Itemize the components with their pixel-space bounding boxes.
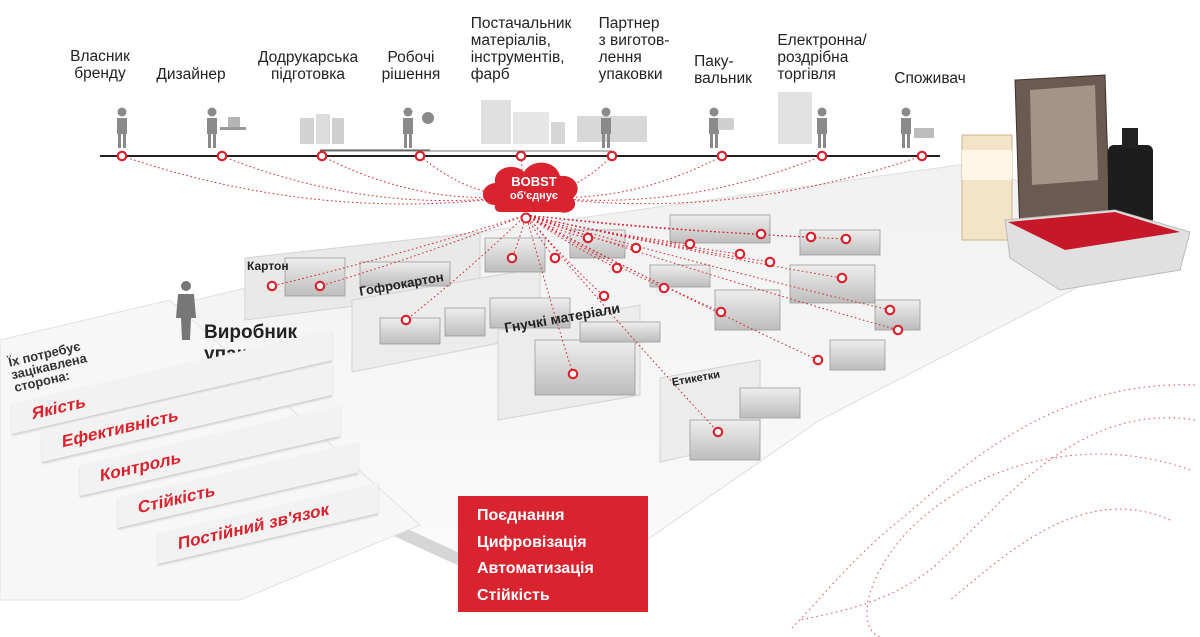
chain-node-1 — [216, 150, 228, 162]
floor-node-3 — [506, 252, 518, 264]
floor-node-11 — [715, 306, 727, 318]
floor-node-4 — [549, 252, 561, 264]
connector-floor-5 — [525, 214, 589, 239]
chain-node-3 — [414, 150, 426, 162]
benefit-connectivity: Поєднання — [477, 507, 565, 524]
chain-node-0 — [116, 150, 128, 162]
chain-node-4 — [515, 150, 527, 162]
corrugated-machines — [379, 297, 571, 345]
chain-label-designer: Дизайнер — [156, 66, 226, 83]
oil-bottle — [1108, 145, 1153, 225]
floor-node-14 — [805, 231, 817, 243]
floor-node-13 — [755, 228, 767, 240]
connector-floor-15 — [525, 214, 847, 240]
floor-node-12 — [734, 248, 746, 260]
floor-node-20 — [812, 354, 824, 366]
labels-machines — [689, 339, 886, 461]
chain-icons — [117, 92, 934, 148]
bobst-cloud — [482, 162, 578, 224]
chain-label-supplier: Постачальник матеріалів, інструментів, ф… — [470, 15, 572, 83]
benefit-automation: Автоматизація — [477, 560, 594, 577]
floor-node-22 — [567, 368, 579, 380]
connector-floor-20 — [525, 214, 819, 361]
floor-node-6 — [598, 290, 610, 302]
floor-node-18 — [892, 324, 904, 336]
floor-node-16 — [836, 272, 848, 284]
connector-chain-3 — [419, 155, 527, 196]
shopper-cart-icon — [901, 107, 934, 148]
connector-floor-2 — [405, 214, 527, 321]
floor-node-5 — [582, 232, 594, 244]
floor-node-9 — [658, 282, 670, 294]
connector-floor-21 — [525, 214, 719, 433]
chain-node-2 — [316, 150, 328, 162]
connector-floor-0 — [271, 214, 527, 287]
connector-floor-6 — [525, 214, 605, 297]
floor-node-10 — [684, 238, 696, 250]
decorative-waves — [789, 384, 1196, 637]
floor-node-8 — [630, 242, 642, 254]
connector-chain-0 — [121, 155, 527, 205]
chain-node-8 — [916, 150, 928, 162]
connection-nodes — [116, 150, 928, 438]
chain-node-7 — [816, 150, 828, 162]
chain-label-brand-owner: Власник бренду — [70, 48, 130, 82]
connector-floor-10 — [525, 214, 691, 245]
person-icon — [117, 107, 127, 148]
benefit-sustainability: Стійкість — [477, 586, 550, 604]
prepress-sheets-icon — [300, 114, 344, 144]
materials-stack-icon — [481, 100, 565, 144]
connector-chain-8 — [525, 155, 923, 205]
designer-desk-icon — [207, 107, 246, 148]
floor-node-15 — [840, 233, 852, 245]
chain-label-prepress: Додрукарська підготовка — [257, 49, 359, 83]
benefit-digitalization: Цифровізація — [477, 533, 587, 551]
products-group — [961, 74, 1191, 291]
producer-person-icon — [176, 281, 196, 340]
connector-chain-6 — [525, 155, 723, 198]
need-quality: Якість — [32, 391, 86, 424]
chain-node-6 — [716, 150, 728, 162]
machine-icon — [577, 107, 647, 148]
chain-label-converter: Партнер з виготов- лення упаковки — [598, 15, 670, 83]
cloud-brand: BOBST — [511, 174, 557, 189]
other-machines — [649, 214, 921, 331]
connector-floor-17 — [525, 214, 891, 311]
chain-node-5 — [606, 150, 618, 162]
benefits-box: Поєднання Цифровізація Автоматизація Сті… — [458, 496, 648, 612]
retail-shelf-icon — [778, 92, 827, 148]
person-network-icon — [403, 107, 434, 148]
section-label-carton: Картон — [247, 259, 289, 273]
chain-label-consumer: Споживач — [894, 70, 966, 87]
floor-node-21 — [712, 426, 724, 438]
floor-node-19 — [764, 256, 776, 268]
cloud-text: об'єднує — [509, 190, 559, 202]
chain-label-retail: Електронна/ роздрібна торгівля — [777, 32, 867, 83]
flexible-machines — [534, 321, 661, 396]
packer-box-icon — [709, 107, 734, 148]
floor-node-7 — [611, 262, 623, 274]
floor-node-17 — [884, 304, 896, 316]
chain-label-packer: Паку- вальник — [694, 53, 752, 87]
connector-floor-22 — [525, 214, 574, 375]
chain-label-workflow: Робочі рішення — [381, 49, 441, 83]
floor-node-1 — [314, 280, 326, 292]
connector-chain-1 — [221, 155, 527, 202]
floor-node-0 — [266, 280, 278, 292]
connector-floor-1 — [319, 214, 527, 287]
floor-node-2 — [400, 314, 412, 326]
